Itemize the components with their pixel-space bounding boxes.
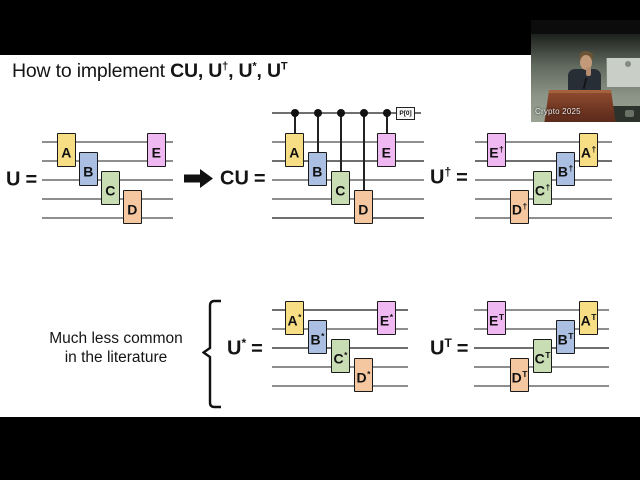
note-much-less-common: Much less common in the literature (49, 330, 183, 366)
gate-b-transpose: BT (556, 320, 575, 354)
title-prefix: How to implement (12, 60, 171, 82)
gate-a-transpose: AT (579, 301, 598, 335)
wire (474, 309, 609, 311)
left-brace (201, 299, 224, 414)
equation-label-u-transpose: UT= (430, 336, 469, 360)
podium (544, 90, 616, 122)
wire (42, 141, 173, 143)
control-dot (291, 109, 299, 117)
control-line (294, 114, 296, 133)
wire (474, 385, 609, 387)
speaker-webcam-overlay: Crypto 2025 (531, 20, 640, 122)
gate-b-dagger: B† (556, 152, 575, 186)
wire (475, 160, 612, 162)
equation-label-u-dagger: U†= (430, 165, 468, 189)
equation-label-u-conjugate: U*= (227, 336, 263, 360)
control-line (363, 114, 365, 190)
equation-label-u: U= (6, 168, 38, 191)
gate-b: B (308, 152, 327, 186)
control-line (340, 114, 342, 171)
wire (474, 328, 609, 330)
gate-b: B (79, 152, 98, 186)
right-arrow-icon (184, 169, 214, 193)
gate-c-transpose: CT (533, 339, 552, 373)
gate-a-conjugate: A* (285, 301, 304, 335)
control-line (317, 114, 319, 152)
gate-d: D (354, 190, 373, 224)
wire (272, 309, 408, 311)
speaker-head (580, 55, 592, 70)
gate-c: C (331, 171, 350, 205)
projection-screen (606, 58, 640, 87)
control-line (386, 114, 388, 133)
gate-e: E (377, 133, 396, 167)
wire (272, 328, 408, 330)
wire (475, 217, 612, 219)
speaker-hand (586, 67, 591, 76)
gate-c-dagger: C† (533, 171, 552, 205)
gate-c: C (101, 171, 120, 205)
gate-a: A (57, 133, 76, 167)
gate-a: A (285, 133, 304, 167)
control-dot (383, 109, 391, 117)
wire (272, 217, 424, 219)
gate-d: D (123, 190, 142, 224)
gate-a-dagger: A† (579, 133, 598, 167)
wire (42, 160, 173, 162)
wire (272, 385, 408, 387)
screen-dot (625, 61, 631, 67)
wire (42, 217, 173, 219)
wire (272, 141, 424, 143)
measurement-box: P[0] (396, 107, 415, 120)
wire (475, 141, 612, 143)
control-dot (314, 109, 322, 117)
gate-d-dagger: D† (510, 190, 529, 224)
control-dot (360, 109, 368, 117)
equation-label-cu: CU= (220, 167, 266, 190)
gate-d-transpose: DT (510, 358, 529, 392)
control-wire (272, 112, 421, 114)
small-logo (625, 110, 634, 117)
gate-b-conjugate: B* (308, 320, 327, 354)
gate-e-dagger: E† (487, 133, 506, 167)
gate-c-conjugate: C* (331, 339, 350, 373)
wire (272, 160, 424, 162)
control-dot (337, 109, 345, 117)
page-title: How to implement CU, U†, U*, UT (12, 60, 288, 82)
gate-e-transpose: ET (487, 301, 506, 335)
gate-e-conjugate: E* (377, 301, 396, 335)
gate-d-conjugate: D* (354, 358, 373, 392)
conference-caption: Crypto 2025 (535, 107, 581, 116)
gate-e: E (147, 133, 166, 167)
